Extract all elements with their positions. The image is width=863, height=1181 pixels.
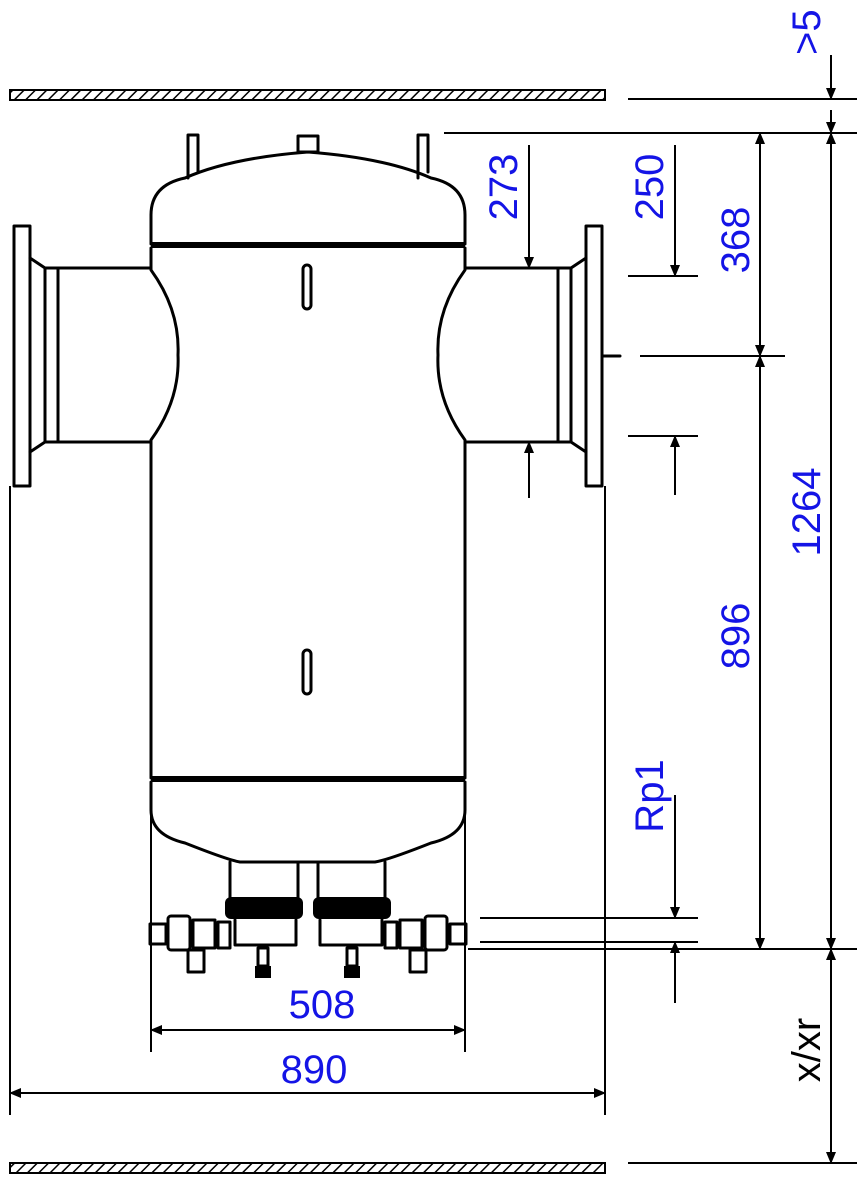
dim-label-total-height: 1264: [785, 468, 829, 557]
dim-label-flange-height: 368: [714, 207, 758, 274]
extension-lines: [9, 98, 857, 1164]
floor-slab: [9, 1162, 606, 1174]
dimension-arrows: [9, 55, 836, 1164]
dim-label-inlet-height: 250: [628, 154, 672, 221]
left-inlet-nozzle: [12, 224, 153, 488]
ceiling-slab: [9, 89, 606, 101]
dimension-labels: >5 273 250 368 1264 896 Rp1 x/xr 508 890: [281, 9, 829, 1092]
dim-label-valve-spacing: 508: [289, 983, 356, 1027]
dim-label-body-height: 896: [714, 603, 758, 670]
dim-label-outlet-height: 273: [482, 154, 526, 221]
dim-label-top-clearance: >5: [785, 9, 829, 55]
dim-label-bottom-clearance: x/xr: [785, 1018, 829, 1082]
drain-valve-assembly: [148, 860, 468, 978]
dim-label-drain-thread: Rp1: [628, 759, 672, 832]
dim-label-overall-width: 890: [281, 1048, 348, 1092]
vessel-body: [149, 133, 467, 864]
right-outlet-nozzle: [463, 224, 622, 488]
